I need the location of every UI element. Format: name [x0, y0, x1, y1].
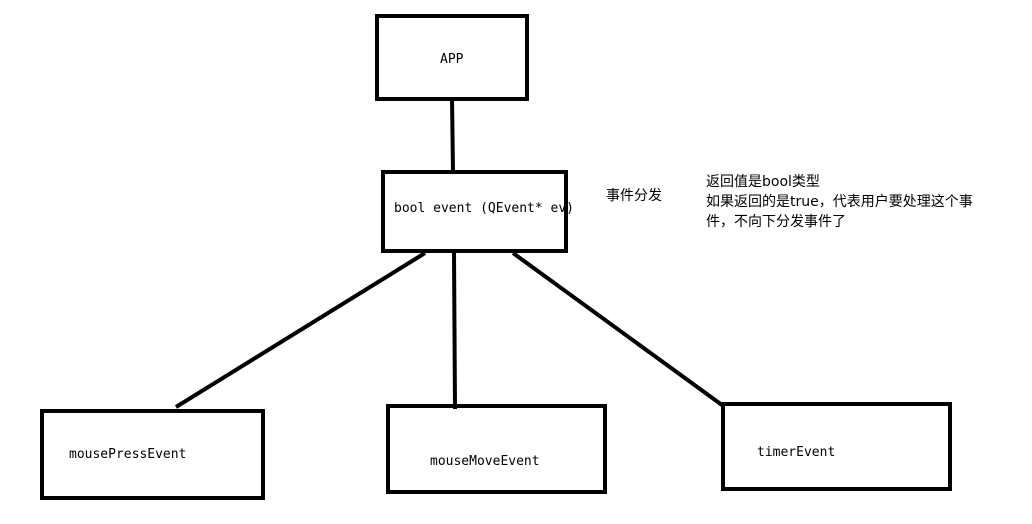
mouse-move-node	[386, 404, 607, 494]
mouse-press-node	[40, 409, 265, 500]
connector-event-to-timer	[511, 251, 724, 407]
dispatch-annotation: 事件分发	[606, 188, 662, 204]
return-note-line-2: 如果返回的是true，代表用户要处理这个事	[706, 194, 973, 210]
event-node-label: bool event (QEvent* ev)	[394, 201, 575, 216]
connector-app-to-event	[450, 96, 455, 173]
mouse-move-node-label: mouseMoveEvent	[430, 454, 540, 469]
event-node	[381, 170, 568, 253]
timer-node-label: timerEvent	[757, 445, 836, 460]
return-note-line-1: 返回值是bool类型	[706, 174, 820, 190]
timer-node	[721, 402, 952, 491]
mouse-press-node-label: mousePressEvent	[69, 447, 187, 462]
app-node-label: APP	[440, 52, 464, 67]
return-note-line-3: 件，不向下分发事件了	[706, 214, 846, 230]
app-node	[375, 14, 529, 101]
connector-event-to-mouse-move	[452, 252, 457, 410]
connector-event-to-mouse-press	[174, 251, 427, 409]
